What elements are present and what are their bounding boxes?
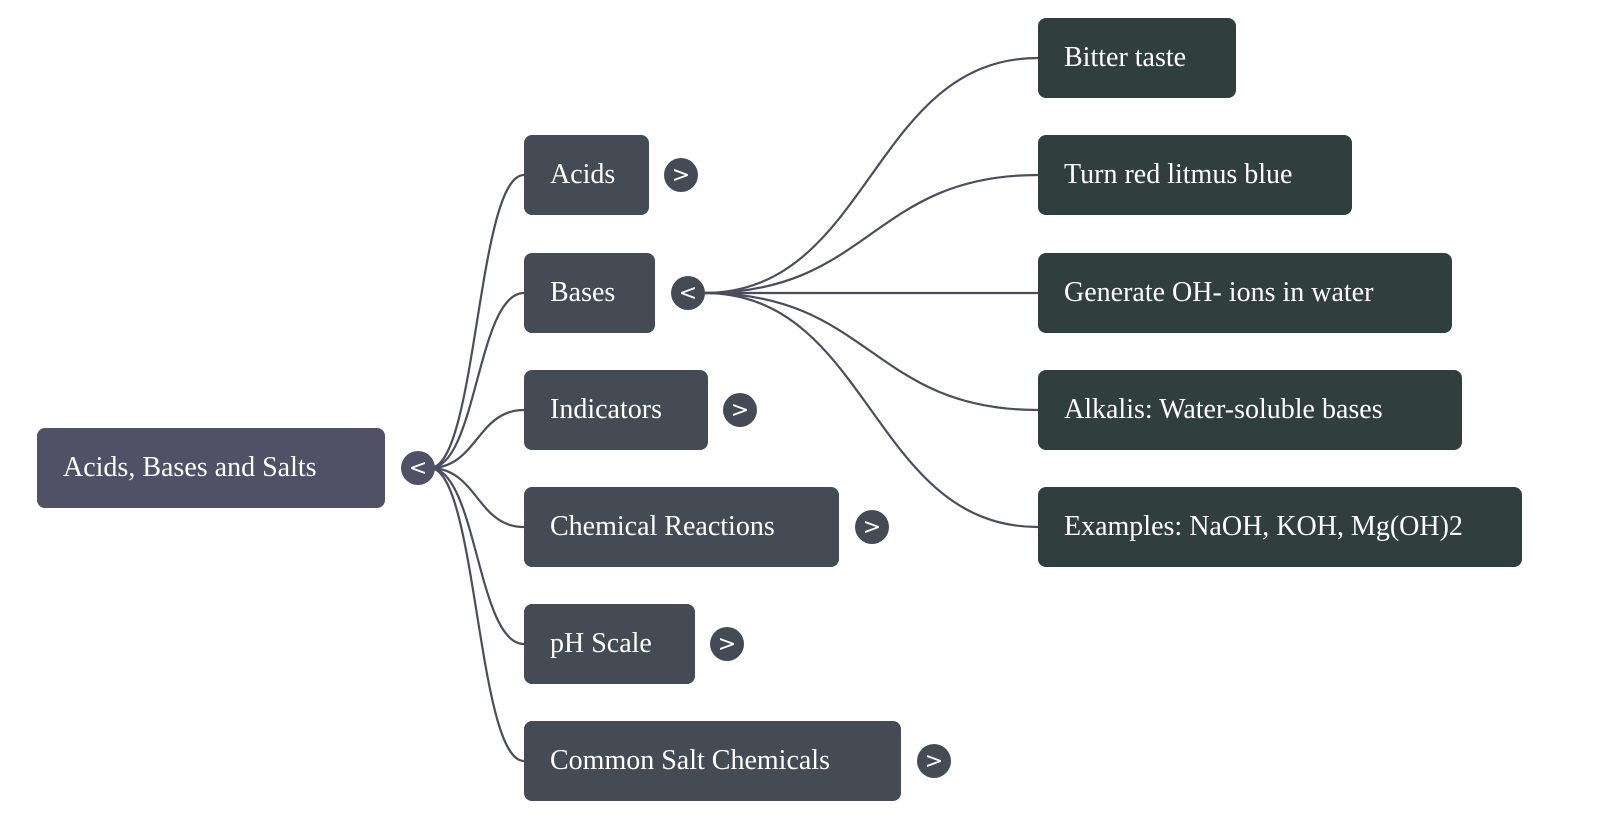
branch-node-ph-scale[interactable]: pH Scale xyxy=(524,604,695,684)
leaf-node-examples[interactable]: Examples: NaOH, KOH, Mg(OH)2 xyxy=(1038,487,1522,567)
branch-node-bases[interactable]: Bases xyxy=(524,253,655,333)
bases-to-leaf-link xyxy=(703,173,1039,295)
branch-node-indicators[interactable]: Indicators xyxy=(524,370,708,450)
expand-toggle-chemical-reactions[interactable]: > xyxy=(855,510,889,544)
root-to-branch-link xyxy=(429,466,525,529)
root-to-branch-link xyxy=(429,173,525,470)
collapse-toggle-bases[interactable]: < xyxy=(671,276,705,310)
expand-toggle-ph-scale[interactable]: > xyxy=(710,627,744,661)
collapse-chevron-icon: < xyxy=(408,455,428,481)
branch-label: Common Salt Chemicals xyxy=(550,745,830,776)
leaf-node-alkalis[interactable]: Alkalis: Water-soluble bases xyxy=(1038,370,1462,450)
expand-chevron-icon: > xyxy=(862,514,882,540)
branch-label: Bases xyxy=(550,277,616,308)
expand-chevron-icon: > xyxy=(671,162,691,188)
branch-node-chemical-reactions[interactable]: Chemical Reactions xyxy=(524,487,839,567)
branch-label: Indicators xyxy=(550,394,662,425)
root-to-branch-link xyxy=(429,466,525,646)
leaf-label: Generate OH- ions in water xyxy=(1064,277,1374,308)
root-to-branch-link xyxy=(429,466,525,763)
branch-label: pH Scale xyxy=(550,628,652,659)
branch-node-acids[interactable]: Acids xyxy=(524,135,649,215)
leaf-node-turn-red-litmus-blue[interactable]: Turn red litmus blue xyxy=(1038,135,1352,215)
collapse-chevron-icon: < xyxy=(678,280,698,306)
bases-to-leaf-link xyxy=(703,291,1039,412)
root-to-branch-link xyxy=(429,291,525,470)
bases-to-leaf-link xyxy=(703,291,1039,529)
expand-toggle-indicators[interactable]: > xyxy=(723,393,757,427)
root-to-branch-link xyxy=(429,408,525,470)
root-node-label: Acids, Bases and Salts xyxy=(63,452,317,483)
branch-node-common-salt-chemicals[interactable]: Common Salt Chemicals xyxy=(524,721,901,801)
root-collapse-toggle[interactable]: < xyxy=(401,451,435,485)
root-node[interactable]: Acids, Bases and Salts xyxy=(37,428,385,508)
expand-toggle-acids[interactable]: > xyxy=(664,158,698,192)
bases-to-leaf-link xyxy=(703,56,1039,295)
leaf-label: Examples: NaOH, KOH, Mg(OH)2 xyxy=(1064,511,1463,542)
leaf-node-generate-oh-ions[interactable]: Generate OH- ions in water xyxy=(1038,253,1452,333)
branch-label: Chemical Reactions xyxy=(550,511,775,542)
leaf-label: Alkalis: Water-soluble bases xyxy=(1064,394,1383,425)
expand-chevron-icon: > xyxy=(730,397,750,423)
expand-chevron-icon: > xyxy=(717,631,737,657)
leaf-node-bitter-taste[interactable]: Bitter taste xyxy=(1038,18,1236,98)
leaf-label: Turn red litmus blue xyxy=(1064,159,1293,190)
expand-chevron-icon: > xyxy=(924,748,944,774)
leaf-label: Bitter taste xyxy=(1064,42,1187,73)
expand-toggle-common-salt-chemicals[interactable]: > xyxy=(917,744,951,778)
branch-label: Acids xyxy=(550,159,616,190)
